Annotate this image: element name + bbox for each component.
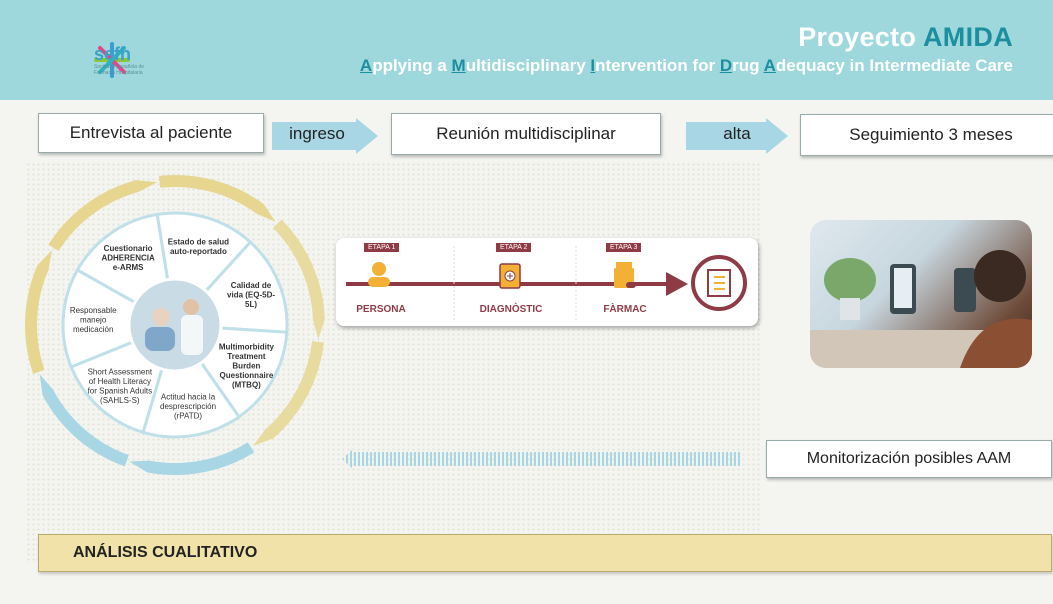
etapa-1-label: ETAPA 1: [364, 243, 400, 252]
arrow-ingreso-label: ingreso: [289, 124, 345, 143]
etapa-3-label: ETAPA 3: [606, 243, 642, 252]
header-banner: sefh Sociedad Española de Farmacia Hospi…: [0, 0, 1053, 100]
dashed-back-arrow-icon: [342, 448, 740, 470]
subtitle-acronym-letter: A: [359, 56, 373, 75]
sefh-logo-icon: [94, 42, 130, 78]
arrow-alta-label: alta: [723, 124, 751, 143]
cycle-arrow-segment: [129, 442, 255, 475]
step-reunion-box: Reunión multidisciplinar: [391, 113, 661, 155]
cycle-arrow-segment: [48, 180, 158, 251]
cycle-arrow-segment: [253, 341, 324, 446]
arrow-alta-icon: [686, 118, 788, 154]
cycle-arrow-segment: [24, 249, 53, 374]
step-seguimiento-box: Seguimiento 3 meses: [800, 114, 1053, 156]
clipboard-diagnosis-icon: [499, 263, 521, 289]
etapas-card: ETAPA 1 ETAPA 2 ETAPA 3 PERSONA DIAGNÒST…: [336, 238, 758, 326]
title-prefix: Proyecto: [798, 22, 923, 52]
cycle-arrow-segment: [39, 374, 129, 467]
etapa-2-name: DIAGNÒSTIC: [479, 304, 543, 315]
subtitle-text: dequacy in Intermediate Care: [775, 56, 1013, 75]
title-highlight: AMIDA: [923, 22, 1013, 52]
subtitle-text: rug: [732, 56, 764, 75]
analisis-cualitativo-bar: ANÁLISIS CUALITATIVO: [38, 534, 1052, 572]
etapa-3-name: FÀRMAC: [603, 304, 647, 315]
analisis-label: ANÁLISIS CUALITATIVO: [73, 544, 258, 561]
subtitle-text: ntervention for: [595, 56, 720, 75]
etapa-1-name: PERSONA: [356, 304, 406, 315]
step-entrevista-box: Entrevista al paciente: [38, 113, 264, 153]
logo-subtitle: Sociedad Española de Farmacia Hospitalar…: [94, 64, 145, 76]
subtitle-text: ultidisciplinary: [465, 56, 591, 75]
patient-doctor-icon: [145, 299, 203, 355]
monitorizacion-box: Monitorización posibles AAM: [766, 440, 1052, 478]
telemedicine-illustration-icon: [810, 250, 1032, 368]
page-subtitle: Applying a Multidisciplinary Interventio…: [360, 56, 1013, 76]
subtitle-acronym-letter: I: [590, 56, 596, 75]
subtitle-acronym-letter: A: [763, 56, 776, 75]
etapa-2-label: ETAPA 2: [496, 243, 532, 252]
subtitle-text: pplying a: [372, 56, 452, 75]
subtitle-acronym-letter: M: [451, 56, 466, 75]
patient-doctor-photo: [127, 277, 223, 373]
telemedicine-photo: [810, 220, 1032, 368]
arrow-ingreso-icon: [272, 118, 378, 154]
subtitle-acronym-letter: D: [719, 56, 733, 75]
cycle-arrow-segment: [273, 219, 325, 340]
medicine-bottle-icon: [614, 262, 636, 288]
logo-name: sefh: [94, 44, 132, 64]
person-icon: [368, 262, 390, 287]
page-title: Proyecto AMIDA: [798, 22, 1013, 53]
checklist-icon: [691, 255, 747, 311]
cycle-segment: [61, 267, 179, 369]
cycle-arrow-segment: [158, 175, 276, 222]
